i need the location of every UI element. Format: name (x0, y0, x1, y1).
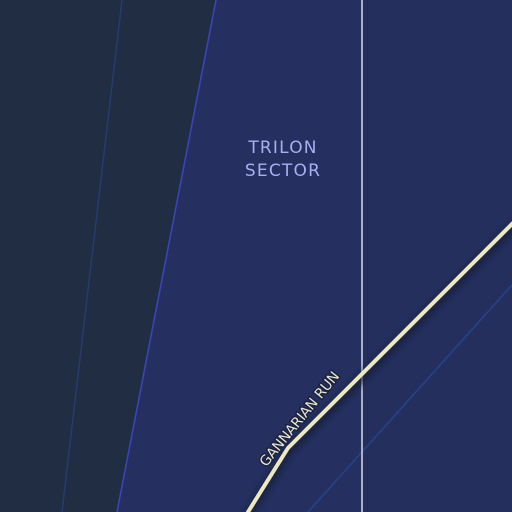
gannarian-run-route[interactable] (246, 220, 512, 512)
sector-border-line (116, 0, 217, 512)
sector-label-line1: TRILON (247, 138, 317, 158)
sector-region-east (362, 0, 512, 512)
sector-label-line2: SECTOR (245, 161, 321, 181)
secondary-route-line (307, 284, 512, 512)
faint-grid-line (61, 0, 123, 512)
